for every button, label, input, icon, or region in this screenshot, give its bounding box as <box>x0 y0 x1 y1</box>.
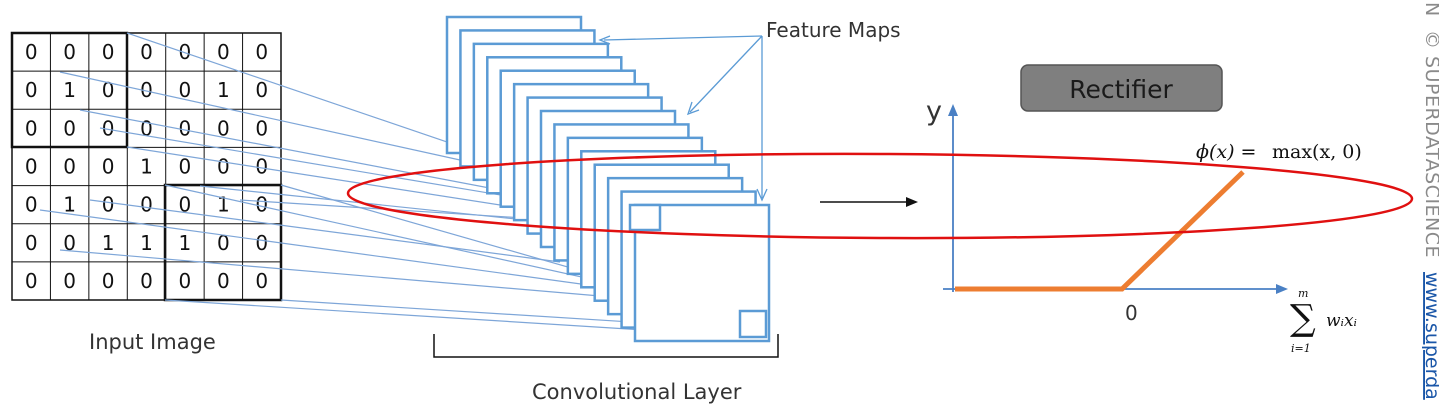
arrow-line <box>689 35 763 113</box>
matrix-cell: 0 <box>255 155 268 179</box>
matrix-cell: 0 <box>102 155 115 179</box>
conv-layer-bracket <box>433 334 779 358</box>
matrix-cell: 1 <box>140 231 153 255</box>
y-axis-arrow <box>948 104 958 116</box>
matrix-cell: 0 <box>255 269 268 293</box>
matrix-cell: 0 <box>179 155 192 179</box>
watermark-brand: © SUPERDATASCIENCE <box>1421 30 1439 258</box>
kernel-square-top <box>628 203 662 232</box>
phi-formula-rhs: max(x, 0) <box>1272 141 1362 163</box>
y-axis-label: y <box>926 96 942 127</box>
matrix-cell: 0 <box>217 231 230 255</box>
input-image-label: Input Image <box>89 330 216 354</box>
kernel-square-bottom <box>738 309 768 339</box>
phi-formula-lhs: ϕ(x) = <box>1196 141 1256 163</box>
matrix-cell: 0 <box>179 193 192 217</box>
sum-upper-limit: m <box>1298 287 1308 300</box>
matrix-cell: 0 <box>102 269 115 293</box>
matrix-cell: 0 <box>102 116 115 140</box>
matrix-cell: 0 <box>102 40 115 64</box>
watermark-url[interactable]: www.superda <box>1421 272 1439 400</box>
sum-lower-limit: i=1 <box>1291 342 1311 355</box>
feature-map-arrows <box>598 35 768 202</box>
matrix-cell: 0 <box>140 193 153 217</box>
matrix-cell: 0 <box>63 269 76 293</box>
matrix-cell: 0 <box>179 78 192 102</box>
transition-arrow-head <box>906 197 918 207</box>
matrix-values: 0 0 0 0 0 0 0 0 1 0 0 0 1 0 0 0 0 0 0 0 0 0 0 0 1 0 0 0 0 1 0 0 0 1 0 0 0 1 1 1… <box>25 40 268 293</box>
matrix-cell: 0 <box>25 116 38 140</box>
origin-label: 0 <box>1125 301 1138 325</box>
matrix-cell: 0 <box>179 40 192 64</box>
matrix-cell: 0 <box>63 155 76 179</box>
connection-line <box>59 249 601 297</box>
matrix-cell: 0 <box>25 269 38 293</box>
matrix-cell: 0 <box>217 155 230 179</box>
matrix-cell: 0 <box>63 231 76 255</box>
matrix-cell: 0 <box>255 193 268 217</box>
matrix-cell: 0 <box>255 78 268 102</box>
feature-map-stack <box>445 15 771 343</box>
connection-line <box>39 209 611 289</box>
matrix-cell: 0 <box>63 40 76 64</box>
matrix-cell: 1 <box>63 193 76 217</box>
matrix-cell: 0 <box>25 78 38 102</box>
matrix-cell: 0 <box>179 116 192 140</box>
input-matrix: 0 0 0 0 0 0 0 0 1 0 0 0 1 0 0 0 0 0 0 0 0 0 0 0 1 0 0 0 0 1 0 0 0 1 0 0 0 1 1 1… <box>10 31 283 302</box>
matrix-cell: 1 <box>217 193 230 217</box>
matrix-cell: 1 <box>102 231 115 255</box>
arrow-line <box>603 35 763 41</box>
matrix-cell: 0 <box>140 269 153 293</box>
feature-maps-label: Feature Maps <box>766 18 901 42</box>
matrix-cell: 0 <box>102 193 115 217</box>
sum-symbol: ∑ <box>1290 298 1316 339</box>
relu-curve <box>955 170 1245 292</box>
watermark: N © SUPERDATASCIENCE www.superda <box>1421 2 1439 400</box>
connection-line <box>89 199 561 263</box>
matrix-cell: 0 <box>25 155 38 179</box>
receptive-field-top-left <box>10 31 129 149</box>
arrow-head <box>686 101 700 116</box>
matrix-cell: 0 <box>217 116 230 140</box>
sum-term: wᵢxᵢ <box>1326 311 1357 331</box>
matrix-cell: 0 <box>179 269 192 293</box>
matrix-cell: 0 <box>25 231 38 255</box>
matrix-cell: 0 <box>140 40 153 64</box>
matrix-border <box>11 32 282 301</box>
watermark-prefix: N <box>1421 2 1439 16</box>
matrix-cell: 0 <box>217 40 230 64</box>
arrow-head <box>756 188 768 202</box>
highlight-ellipse <box>346 152 1414 240</box>
x-axis-arrow <box>1276 284 1288 294</box>
connection-line <box>79 109 501 191</box>
matrix-cell: 0 <box>255 231 268 255</box>
matrix-cell: 0 <box>255 116 268 140</box>
matrix-cell: 0 <box>140 78 153 102</box>
arrow-head <box>598 35 611 45</box>
matrix-cell: 0 <box>255 40 268 64</box>
connection-line <box>59 71 461 161</box>
matrix-cell: 1 <box>140 155 153 179</box>
matrix-cell: 0 <box>217 269 230 293</box>
matrix-cell: 1 <box>217 78 230 102</box>
matrix-cell: 1 <box>179 231 192 255</box>
matrix-cell: 0 <box>25 40 38 64</box>
matrix-cell: 0 <box>25 193 38 217</box>
matrix-cell: 1 <box>63 78 76 102</box>
matrix-cell: 0 <box>102 78 115 102</box>
rectifier-label: Rectifier <box>1069 75 1173 104</box>
rectifier-button <box>1020 64 1223 112</box>
matrix-cell: 0 <box>63 116 76 140</box>
conv-layer-label: Convolutional Layer <box>532 380 742 404</box>
